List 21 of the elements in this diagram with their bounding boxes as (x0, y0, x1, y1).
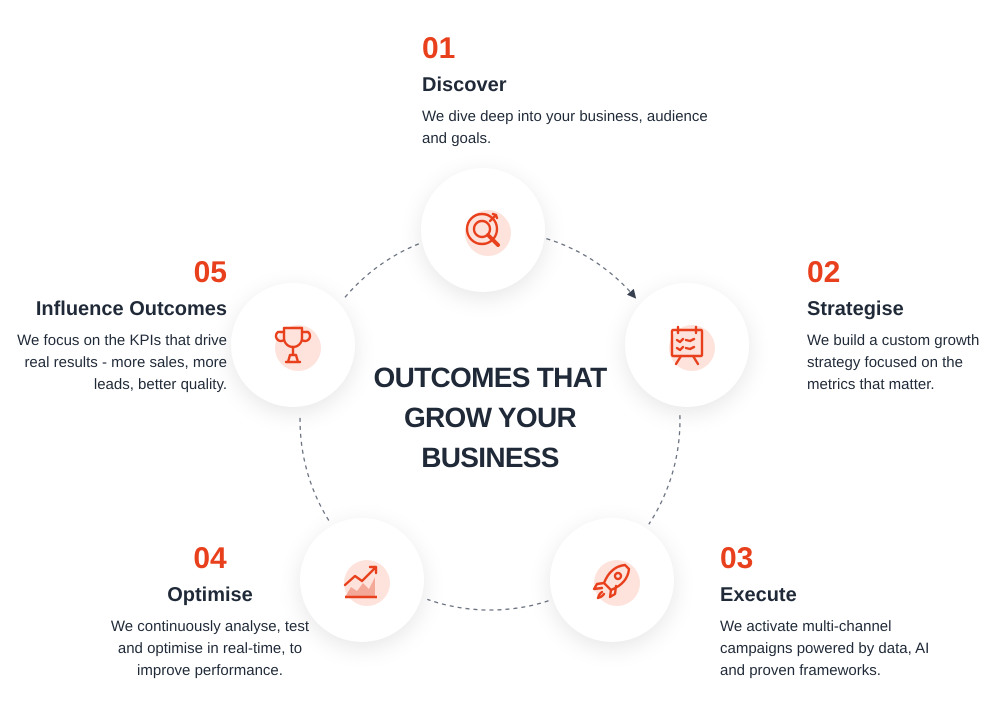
step-title: Discover (422, 73, 508, 98)
step-description: We dive deep into your business, audience and goals. (422, 107, 709, 149)
step-number: 04 (192, 541, 228, 577)
step-title: Execute (720, 583, 798, 608)
step-description: We build a custom growth strategy focused on the metrics that matter. (807, 331, 980, 395)
dashed-connector (299, 415, 330, 521)
dashed-connector (648, 415, 681, 525)
step-number: 01 (422, 31, 456, 67)
dashed-arrow (546, 238, 636, 299)
step-title: Strategise (807, 297, 905, 322)
step-description: We focus on the KPIs that drive real results - more sales, more leads, better quality. (16, 331, 227, 395)
step-title: Influence Outcomes (34, 297, 227, 322)
dashed-connector (427, 598, 549, 610)
step-title: Optimise (166, 583, 254, 608)
step-description: We activate multi-channel campaigns powered by data, AI and proven frameworks. (720, 617, 930, 681)
step-description: We continuously analyse, test and optimise in real-time, to improve performance. (110, 617, 310, 681)
step-number: 02 (807, 255, 842, 291)
dashed-connector (344, 242, 421, 298)
center-title: OUTCOMES THAT GROW YOUR BUSINESS (372, 361, 608, 475)
step-number: 05 (192, 255, 227, 291)
step-number: 03 (720, 541, 754, 577)
